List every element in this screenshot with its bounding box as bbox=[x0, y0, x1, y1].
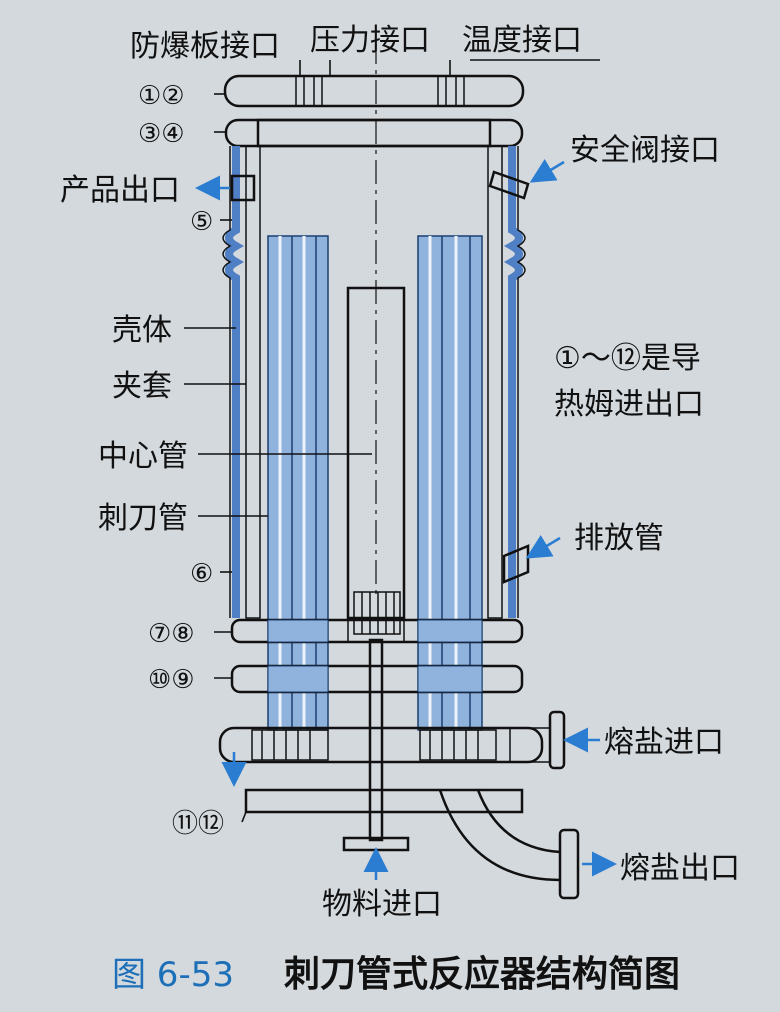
port-1-2: ①② bbox=[138, 81, 185, 111]
drain-nozzle bbox=[502, 544, 530, 584]
label-salt-outlet: 熔盐出口 bbox=[620, 851, 740, 886]
label-pressure-port: 压力接口 bbox=[310, 23, 430, 58]
label-product-outlet: 产品出口 bbox=[60, 173, 180, 208]
label-safety-valve-port: 安全阀接口 bbox=[570, 133, 720, 168]
shell bbox=[245, 145, 503, 619]
tube-sheet-lower bbox=[230, 664, 524, 694]
label-bayonet-tube: 刺刀管 bbox=[98, 501, 188, 536]
label-temperature-port: 温度接口 bbox=[462, 23, 582, 58]
port-5: ⑤ bbox=[190, 207, 213, 237]
shell-flange bbox=[224, 118, 524, 148]
safety-valve-nozzle bbox=[488, 170, 530, 200]
bayonet-tubes-right bbox=[417, 235, 483, 731]
tube-sheet-upper bbox=[230, 618, 524, 644]
label-jacket: 夹套 bbox=[112, 369, 172, 404]
jacket bbox=[222, 146, 526, 618]
bottom-plate bbox=[244, 788, 524, 814]
label-center-tube: 中心管 bbox=[98, 439, 188, 474]
salt-outlet-pipe bbox=[438, 789, 580, 900]
port-6: ⑥ bbox=[190, 559, 213, 589]
top-cover-flange bbox=[223, 74, 525, 108]
label-feed-inlet: 物料进口 bbox=[322, 887, 442, 922]
label-salt-inlet: 熔盐进口 bbox=[604, 725, 724, 760]
port-11-12: ⑪⑫ bbox=[172, 809, 224, 839]
drain-arrow bbox=[525, 534, 561, 559]
port-3-4: ③④ bbox=[138, 119, 185, 149]
leader-lines bbox=[184, 59, 600, 823]
figure-title: 刺刀管式反应器结构简图 bbox=[284, 954, 680, 995]
label-burst-plate-port: 防爆板接口 bbox=[130, 29, 280, 64]
product-outlet-nozzle bbox=[230, 174, 256, 202]
note-line-1: ①～⑫是导 bbox=[554, 341, 701, 376]
safety-valve-arrow bbox=[529, 158, 565, 183]
note-line-2: 热姆进出口 bbox=[554, 387, 704, 422]
port-7-8: ⑦⑧ bbox=[148, 619, 195, 649]
bayonet-tubes-left bbox=[267, 235, 329, 731]
figure-number: 图 6-53 bbox=[112, 955, 234, 995]
label-shell: 壳体 bbox=[112, 313, 172, 348]
feed-rod bbox=[342, 638, 410, 852]
label-drain-tube: 排放管 bbox=[574, 521, 664, 556]
port-10-9: ⑩⑨ bbox=[148, 665, 195, 695]
